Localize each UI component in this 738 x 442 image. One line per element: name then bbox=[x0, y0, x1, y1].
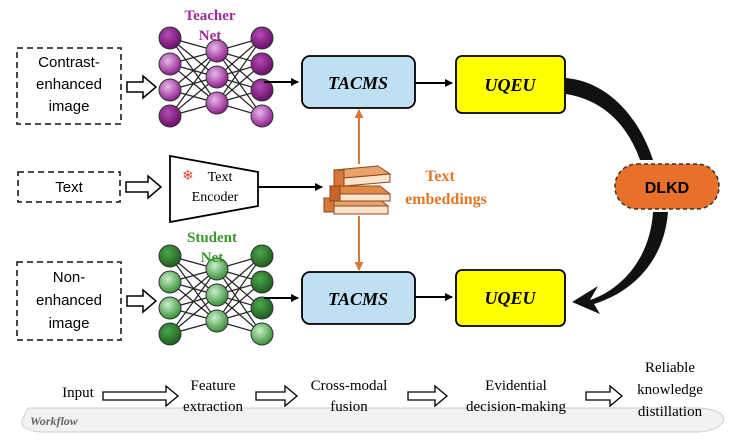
teacher-net-edge bbox=[169, 50, 218, 117]
teacher-net-node bbox=[250, 26, 274, 50]
student-net-node bbox=[250, 296, 274, 320]
tacms-top: TACMS bbox=[301, 55, 416, 109]
uqeu-bottom-label: UQEU bbox=[484, 288, 536, 308]
workflow-step-input: Input bbox=[62, 385, 94, 401]
snowflake-icon: ❄ bbox=[182, 169, 194, 184]
tacms-bottom-label: TACMS bbox=[328, 289, 388, 309]
student-net-node bbox=[205, 309, 229, 333]
teacher-net-node bbox=[250, 104, 274, 128]
tacms-bottom: TACMS bbox=[301, 271, 416, 325]
workflow-step-decision-1: Evidential bbox=[485, 378, 547, 394]
workflow-step-distill-1: Reliable bbox=[645, 360, 695, 376]
teacher-net-node bbox=[158, 26, 182, 50]
teacher-net-node bbox=[250, 52, 274, 76]
input-contrast-enhanced: Contrast- enhanced image bbox=[16, 47, 122, 125]
dlkd-label: DLKD bbox=[645, 180, 689, 197]
input-non-enhanced: Non- enhanced image bbox=[16, 261, 122, 341]
uqeu-top: UQEU bbox=[455, 55, 566, 114]
text-input-label: Text bbox=[55, 179, 83, 196]
text-embeddings-label-1: Text bbox=[425, 168, 455, 185]
workflow-step-distill-2: knowledge bbox=[637, 382, 703, 398]
dlkd-badge: DLKD bbox=[614, 163, 720, 210]
dlkd-curve-arrow bbox=[566, 78, 668, 314]
non-label-3: image bbox=[49, 315, 90, 332]
text-encoder: ❄ Text Encoder bbox=[169, 154, 259, 224]
text-embeddings-label-2: embeddings bbox=[405, 191, 487, 208]
teacher-net-label-1: Teacher bbox=[184, 8, 235, 24]
non-label-1: Non- bbox=[53, 269, 86, 286]
student-net-node bbox=[250, 270, 274, 294]
teacher-net-edge bbox=[216, 37, 263, 104]
workflow-step-feature-2: extraction bbox=[183, 399, 243, 415]
hollow-arrow-contrast bbox=[126, 74, 158, 100]
teacher-net-node bbox=[205, 91, 229, 115]
student-net-edge bbox=[216, 255, 263, 322]
student-net-node bbox=[205, 283, 229, 307]
workflow-label: Workflow bbox=[30, 414, 79, 428]
workflow-arrow-2 bbox=[255, 384, 299, 408]
contrast-label-3: image bbox=[49, 98, 90, 115]
teacher-net-node bbox=[158, 104, 182, 128]
uqeu-top-label: UQEU bbox=[484, 75, 536, 95]
hollow-arrow-text bbox=[125, 174, 163, 200]
workflow-arrow-3 bbox=[407, 384, 449, 408]
teacher-net-node bbox=[250, 78, 274, 102]
student-net-node bbox=[158, 244, 182, 268]
workflow-step-distill-3: distillation bbox=[638, 404, 703, 420]
student-net-node bbox=[250, 244, 274, 268]
student-net-label-1: Student bbox=[187, 230, 237, 246]
workflow-step-decision-2: decision-making bbox=[466, 399, 566, 415]
hollow-arrow-non bbox=[126, 288, 158, 314]
teacher-net bbox=[158, 26, 274, 128]
tacms-top-label: TACMS bbox=[328, 73, 388, 93]
workflow-arrow-1 bbox=[102, 384, 180, 408]
input-text: Text bbox=[17, 171, 121, 203]
student-net-node bbox=[158, 296, 182, 320]
workflow-bar: Workflow bbox=[21, 407, 725, 433]
books-icon bbox=[322, 165, 392, 215]
student-net-node bbox=[250, 322, 274, 346]
student-net-label-2: Net bbox=[201, 250, 224, 266]
student-net-node bbox=[158, 322, 182, 346]
teacher-net-node bbox=[205, 65, 229, 89]
teacher-net-node bbox=[205, 39, 229, 63]
uqeu-bottom: UQEU bbox=[455, 269, 566, 327]
text-encoder-label-2: Encoder bbox=[192, 190, 239, 205]
text-encoder-label-1: Text bbox=[208, 170, 233, 185]
student-net-edge bbox=[169, 268, 218, 335]
workflow-arrow-4 bbox=[585, 384, 624, 408]
workflow-step-fusion-2: fusion bbox=[330, 399, 368, 415]
workflow-step-fusion-1: Cross-modal bbox=[311, 378, 388, 394]
student-net-node bbox=[205, 257, 229, 281]
student-net-node bbox=[158, 270, 182, 294]
teacher-net-label-2: Net bbox=[199, 28, 222, 44]
workflow-step-feature-1: Feature bbox=[191, 378, 236, 394]
student-net bbox=[158, 244, 274, 346]
teacher-net-node bbox=[158, 52, 182, 76]
teacher-net-node bbox=[158, 78, 182, 102]
contrast-label-1: Contrast- bbox=[38, 54, 100, 71]
contrast-label-2: enhanced bbox=[36, 76, 102, 93]
non-label-2: enhanced bbox=[36, 292, 102, 309]
